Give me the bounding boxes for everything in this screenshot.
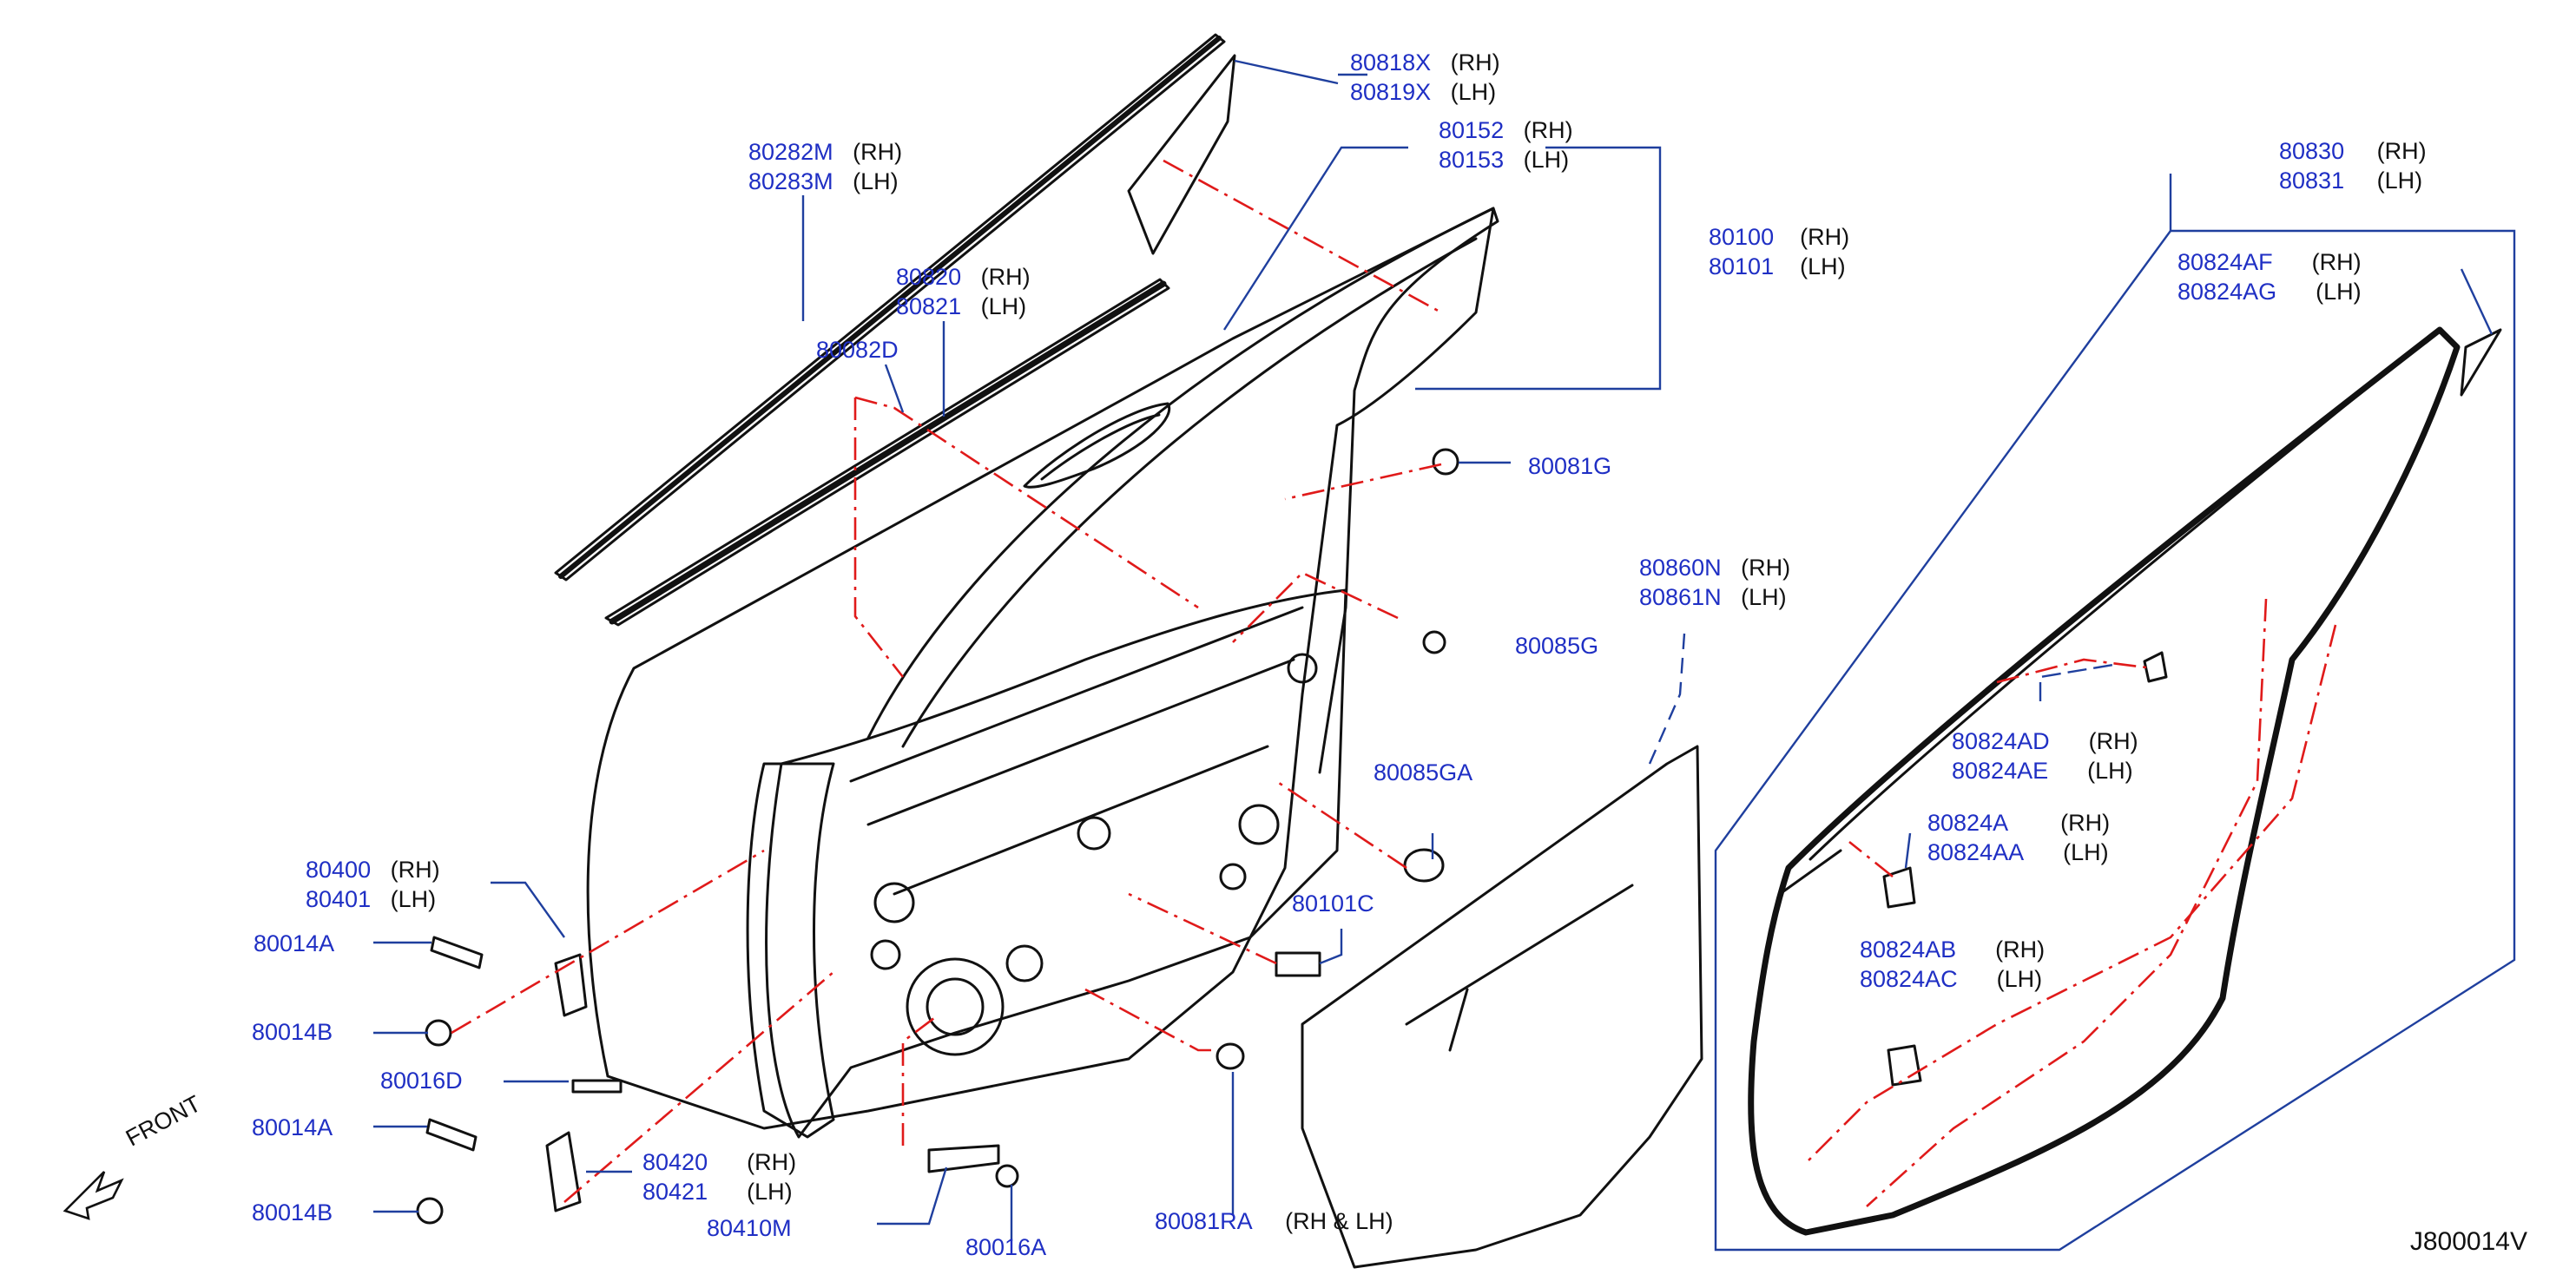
callout-80824af: 80824AF (RH) 80824AG (LH) (2177, 249, 2362, 305)
callout-80085g: 80085G (1515, 633, 1599, 659)
callout-80420: 80420 (RH) 80421 (LH) (642, 1149, 797, 1205)
callout-80820: 80820 (RH) 80821 (LH) (896, 264, 1031, 319)
callout-80152: 80152 (RH) 80153 (LH) (1439, 117, 1573, 173)
callout-80016d: 80016D (380, 1068, 463, 1094)
callout-80082d: 80082D (816, 337, 899, 363)
callout-80824ab: 80824AB (RH) 80824AC (LH) (1860, 936, 2046, 992)
callout-80016a: 80016A (965, 1234, 1047, 1260)
callout-80824a: 80824A (RH) 80824AA (LH) (1927, 810, 2111, 865)
plug-80081ra (1216, 1042, 1245, 1070)
door-trim-board (1301, 745, 1703, 1269)
door-outer-skin (586, 207, 1495, 1130)
diagram-id: J800014V (2409, 1227, 2527, 1256)
callout-80100: 80100 (RH) 80101 (LH) (1709, 224, 1850, 279)
callout-80014a-lower: 80014A (252, 1114, 333, 1140)
callout-80014b-lower: 80014B (252, 1199, 333, 1226)
hinge-pillar (746, 762, 835, 1139)
front-arrow-icon (63, 1171, 124, 1220)
callout-80282m: 80282M (RH) 80283M (LH) (748, 139, 903, 194)
seal-corner-piece (2460, 328, 2502, 397)
callout-80830: 80830 (RH) 80831 (LH) (2279, 138, 2427, 194)
pad-80085ga (1403, 848, 1445, 883)
callout-80081g: 80081G (1528, 453, 1612, 479)
callout-80400: 80400 (RH) 80401 (LH) (306, 857, 440, 912)
callout-80085ga: 80085GA (1374, 759, 1473, 785)
door-sash-tape (1127, 54, 1236, 255)
bolt-80016d (571, 1079, 623, 1094)
plug-80085g (1422, 630, 1446, 654)
callout-80410m: 80410M (707, 1215, 792, 1241)
bolt-80014a-lower (425, 1118, 478, 1152)
label-80101c (1275, 951, 1321, 977)
leader-lines (373, 59, 2494, 1241)
clip-80824ab (1887, 1044, 1922, 1087)
bolt-80016a (995, 1164, 1019, 1188)
callout-80081ra: 80081RA (RH & LH) (1155, 1208, 1393, 1234)
plug-80081g (1432, 448, 1459, 476)
door-weatherstrip-inner (604, 278, 1170, 627)
callout-80101c: 80101C (1292, 890, 1374, 917)
clip-80824ad (2143, 651, 2168, 683)
door-window-frame (866, 207, 1499, 774)
bolt-80014b-lower (416, 1197, 444, 1225)
dash-dot-guides (451, 159, 2337, 1207)
seal-bracket-outline (1714, 229, 2516, 1252)
callout-80818x: 80818X (RH) 80819X (LH) (1350, 49, 1500, 105)
door-check-link (927, 1144, 1000, 1173)
callout-80014a-upper: 80014A (254, 930, 335, 956)
upper-hinge (554, 953, 588, 1017)
callout-80824ad: 80824AD (RH) 80824AE (LH) (1952, 728, 2138, 784)
bolt-80014b-upper (425, 1019, 452, 1047)
door-seal (1748, 326, 2461, 1236)
outer-belt-molding (554, 33, 1226, 582)
door-handle-recess (1023, 402, 1171, 489)
bolt-80014a-upper (430, 936, 484, 969)
lower-hinge (545, 1131, 582, 1212)
callout-80860n: 80860N (RH) 80861N (LH) (1639, 555, 1791, 610)
door-inner-panel (765, 588, 1347, 1139)
callout-80014b-upper: 80014B (252, 1019, 333, 1045)
clip-80824a (1882, 866, 1916, 909)
